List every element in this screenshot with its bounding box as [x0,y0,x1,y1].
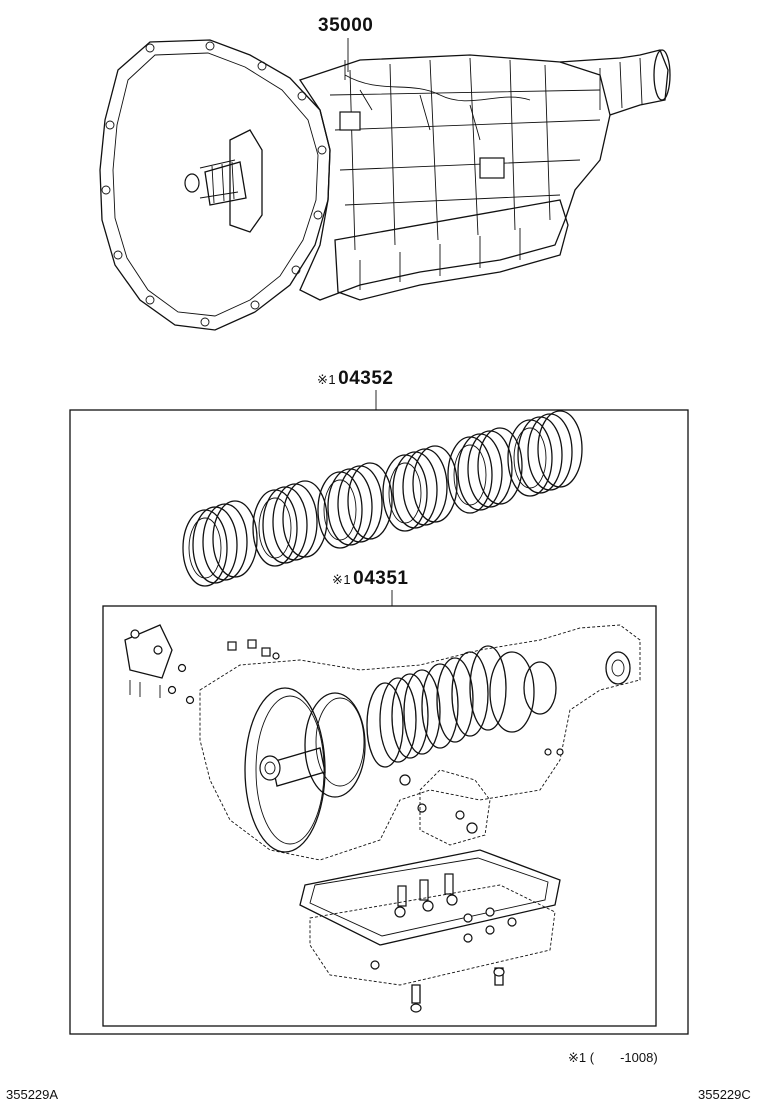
part-number-text: 04351 [353,568,409,589]
gasket-kit-frame [102,605,657,1027]
part-number-text: 04352 [338,368,394,389]
note-mark: ※1 [317,372,337,387]
gasket-kit-illustration [124,624,641,1013]
illustration-code-left: 355229A [6,1087,59,1102]
transmission-assembly-illustration [99,38,671,331]
footnote-range: -1008) [620,1050,658,1065]
footnote-mark: ※1 [568,1050,587,1065]
clutch-disc-stack-illustration [182,410,583,587]
illustration-code-right: 355229C [698,1087,751,1102]
footnote: ※1 ( -1008) [568,1050,658,1066]
part-number-35000: 35000 [318,15,374,36]
note-mark: ※1 [332,572,352,587]
footnote-open-paren: ( [589,1050,595,1065]
overhaul-kit-frame [69,409,689,1035]
